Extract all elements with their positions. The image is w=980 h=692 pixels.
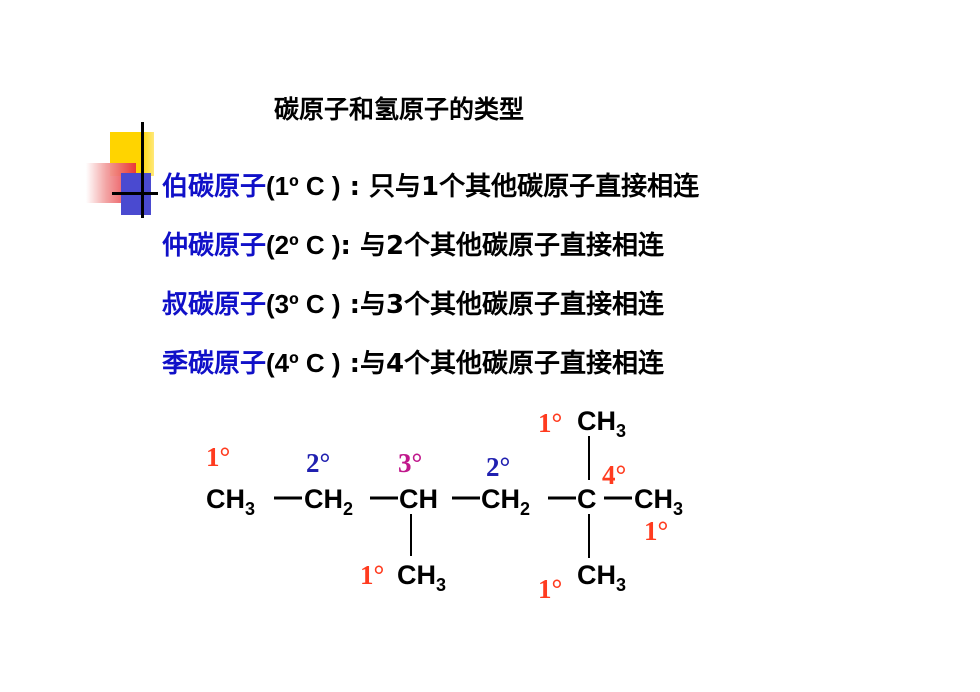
label-tertiary: 3° [398, 448, 422, 478]
label-primary-left: 1° [206, 442, 230, 472]
label-secondary-a: 2° [306, 448, 330, 478]
definition-secondary: 仲碳原子(2º C ): 与2个其他碳原子直接相连 [162, 225, 664, 262]
definition-quaternary: 季碳原子(4º C ) :与4个其他碳原子直接相连 [162, 343, 664, 380]
branch-ch3-under-ch: CH3 [397, 560, 446, 595]
page-title: 碳原子和氢原子的类型 [274, 95, 525, 124]
definition-primary: 伯碳原子(1º C ) : 只与1个其他碳原子直接相连 [162, 166, 699, 203]
definition-tertiary: 叔碳原子(3º C ) :与3个其他碳原子直接相连 [162, 284, 664, 321]
branch-ch3-top: CH3 [577, 406, 626, 441]
separator: : [340, 231, 360, 261]
notation: (2º C ) [266, 230, 341, 260]
description: 与2个其他碳原子直接相连 [359, 231, 665, 261]
description: 与3个其他碳原子直接相连 [359, 290, 665, 320]
description: 与4个其他碳原子直接相连 [359, 349, 665, 379]
separator: : [340, 349, 360, 379]
label-secondary-b: 2° [486, 452, 510, 482]
label-quaternary: 4° [602, 460, 626, 490]
branch-ch3-bottom: CH3 [577, 560, 626, 595]
logo-horizontal-line [112, 192, 158, 195]
logo-vertical-line [141, 122, 144, 218]
notation: (3º C ) [266, 289, 341, 319]
term: 伯碳原子 [162, 172, 267, 202]
chain-ch: CH [399, 484, 438, 514]
description: 只与1个其他碳原子直接相连 [369, 172, 700, 202]
label-primary-right: 1° [644, 516, 668, 546]
chain-c: C [577, 484, 597, 514]
term: 仲碳原子 [162, 231, 267, 261]
term: 叔碳原子 [162, 290, 267, 320]
chain-ch3-left: CH3 [206, 484, 255, 519]
notation: (4º C ) [266, 348, 341, 378]
term: 季碳原子 [162, 349, 267, 379]
label-primary-bottom: 1° [538, 574, 562, 604]
label-primary-top: 1° [538, 408, 562, 438]
label-primary-ch-branch: 1° [360, 560, 384, 590]
separator: : [340, 172, 370, 202]
chain-ch3-right: CH3 [634, 484, 683, 519]
chain-ch2-a: CH2 [304, 484, 353, 519]
notation: (1º C ) [266, 171, 341, 201]
separator: : [340, 290, 360, 320]
chain-ch2-b: CH2 [481, 484, 530, 519]
